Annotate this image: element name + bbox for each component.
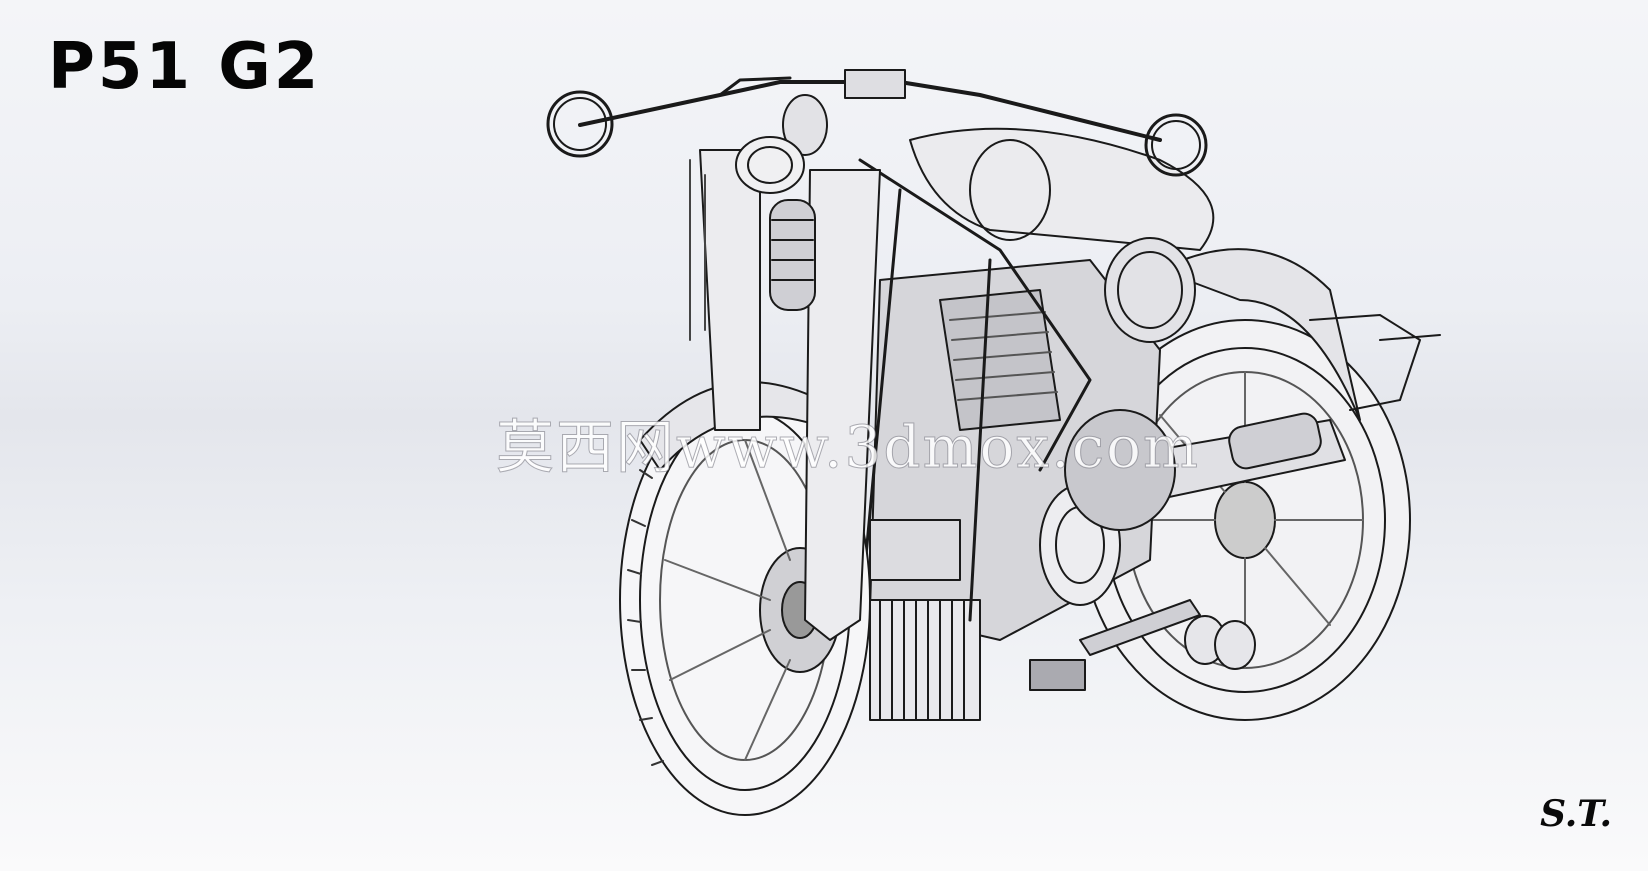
watermark: 莫西网www.3dmox.com <box>496 413 1200 482</box>
rear-fender <box>1159 248 1361 421</box>
side-light <box>969 139 1051 241</box>
radiator <box>869 519 981 721</box>
page-title: P51 G2 <box>48 30 322 104</box>
handlebars <box>546 69 1208 177</box>
fuel-tank <box>909 127 1215 251</box>
foot-peg <box>1079 599 1201 656</box>
rear-shock <box>1228 412 1322 470</box>
brake-pedal <box>1029 659 1086 691</box>
front-forks <box>689 94 881 641</box>
headlight <box>735 136 805 194</box>
signature: S.T. <box>1540 793 1612 835</box>
exhaust-tips <box>1184 615 1256 670</box>
tail-bracket <box>1309 314 1441 411</box>
